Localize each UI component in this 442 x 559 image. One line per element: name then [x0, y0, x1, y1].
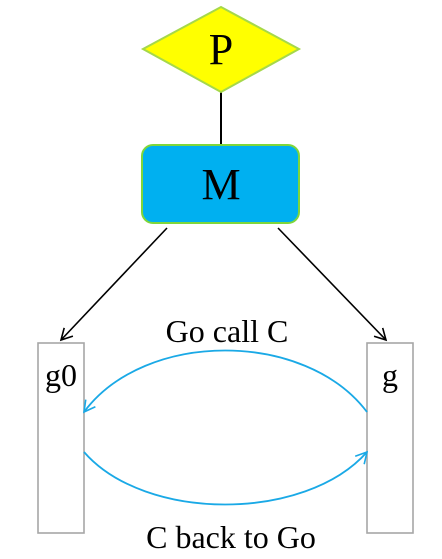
p-diamond: [140, 5, 302, 94]
g-box: [366, 342, 414, 534]
g0-box: [37, 342, 85, 534]
m-to-g-arrow: [277, 227, 388, 342]
g0-node: g0: [37, 342, 85, 534]
g-node: g: [366, 342, 414, 534]
g0-label: g0: [45, 357, 77, 393]
p-label: P: [209, 25, 233, 74]
c-back-to-go-arrow: [83, 450, 369, 506]
c-back-to-go-label: C back to Go: [146, 519, 316, 555]
g-label: g: [382, 357, 398, 393]
p-node: P: [140, 5, 302, 94]
m-box: [141, 144, 300, 224]
go-call-c-label: Go call C: [166, 313, 289, 349]
m-to-g0-arrow: [59, 227, 168, 342]
go-call-c-arrow: [83, 349, 368, 414]
m-node: M: [141, 144, 300, 224]
m-label: M: [201, 160, 240, 209]
